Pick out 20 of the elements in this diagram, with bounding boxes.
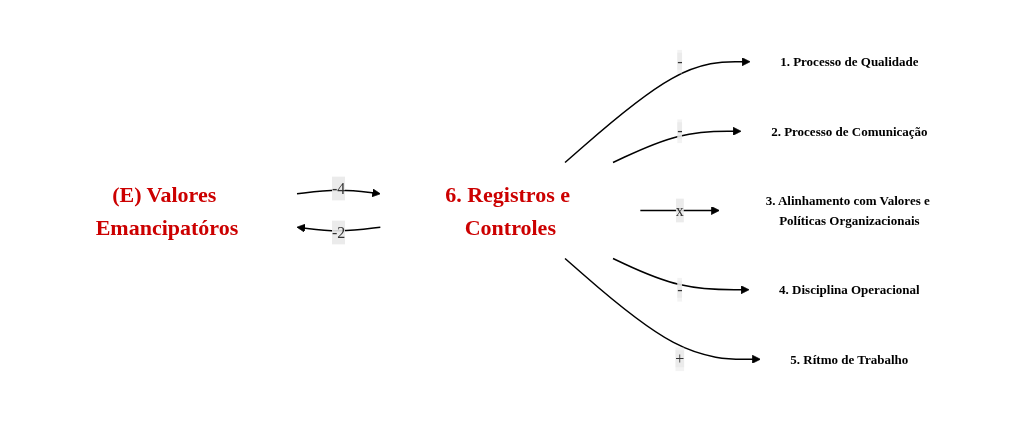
edge-label: -2 [331, 223, 346, 241]
edge-label: - [676, 52, 683, 70]
arrow [639, 206, 720, 215]
node-text: 3. Alinhamento com Valores e Políticas Organizacionais [765, 193, 930, 228]
arrow [564, 257, 761, 364]
arrow [564, 57, 751, 164]
node-text: 4. Disciplina Operacional [778, 282, 920, 297]
edge-label: - [676, 280, 683, 298]
arrow [296, 223, 381, 233]
edge-label: - [676, 122, 683, 140]
arrow [612, 126, 742, 164]
node-text: (E) Valores Emancipatóros [95, 181, 239, 240]
node-text: 2. Processo de Comunicação [770, 123, 928, 139]
edge-label: x [675, 201, 684, 219]
edge-label: + [675, 350, 685, 368]
arrow [612, 257, 750, 295]
node-text: 5. Rítmo de Trabalho [790, 351, 909, 367]
node-text: 1. Processo de Qualidade [779, 54, 919, 69]
node-text: 6. Registros e Controles [444, 181, 570, 240]
edge-label: -4 [331, 179, 346, 197]
